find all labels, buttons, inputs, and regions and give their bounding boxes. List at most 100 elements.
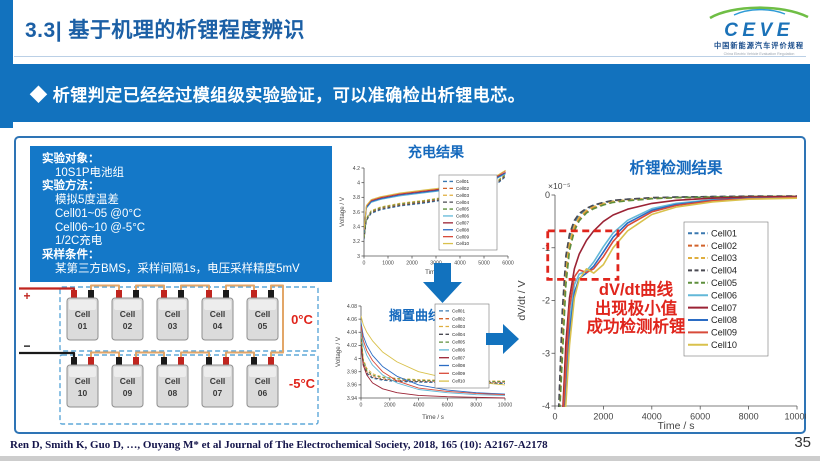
svg-text:Cell: Cell	[120, 309, 136, 319]
svg-text:Cell02: Cell02	[711, 241, 737, 251]
svg-text:6000: 6000	[442, 403, 454, 409]
svg-text:Cell: Cell	[255, 376, 271, 386]
svg-text:充电结果: 充电结果	[408, 144, 465, 160]
svg-text:Cell09: Cell09	[452, 371, 465, 376]
svg-text:Cell08: Cell08	[452, 363, 465, 368]
svg-text:0: 0	[360, 403, 363, 409]
svg-text:dV/dt / V: dV/dt / V	[516, 280, 528, 320]
svg-text:4.04: 4.04	[347, 330, 357, 336]
annotation-line: dV/dt曲线	[598, 281, 674, 299]
info-line: 采样条件：	[42, 248, 100, 261]
svg-text:-5°C: -5°C	[289, 376, 316, 391]
svg-text:Cell01: Cell01	[711, 228, 737, 238]
svg-text:析锂检测结果: 析锂检测结果	[629, 158, 723, 177]
svg-text:6000: 6000	[690, 412, 710, 422]
detection-annotation: dV/dt曲线 出现极小值 成功检测析锂	[556, 281, 716, 337]
svg-text:Cell07: Cell07	[711, 303, 737, 313]
title-divider	[14, 56, 806, 57]
svg-text:Voltage / V: Voltage / V	[335, 336, 342, 367]
svg-text:04: 04	[213, 321, 223, 331]
svg-text:10000: 10000	[498, 403, 512, 409]
svg-text:3.98: 3.98	[347, 370, 357, 376]
svg-text:Cell10: Cell10	[456, 241, 469, 246]
svg-text:2000: 2000	[593, 412, 613, 422]
svg-text:Time / s: Time / s	[422, 414, 444, 421]
svg-text:Cell08: Cell08	[456, 227, 469, 232]
svg-text:Cell07: Cell07	[456, 220, 469, 225]
svg-text:3.96: 3.96	[347, 383, 357, 389]
info-line: Cell06~10 @-5°C	[55, 221, 146, 234]
svg-text:4000: 4000	[454, 261, 466, 267]
svg-text:−: −	[23, 339, 30, 353]
svg-text:2000: 2000	[384, 403, 396, 409]
svg-text:1000: 1000	[382, 261, 394, 267]
info-line: 某第三方BMS，采样间隔1s，电压采样精度5mV	[55, 262, 300, 275]
svg-text:06: 06	[258, 388, 268, 398]
svg-text:-2: -2	[542, 296, 550, 306]
svg-text:3.8: 3.8	[353, 195, 360, 201]
svg-text:02: 02	[123, 321, 133, 331]
svg-text:0: 0	[552, 412, 557, 422]
svg-text:Time / s: Time / s	[658, 420, 695, 432]
logo-name: CEVE	[724, 20, 794, 41]
svg-text:Cell01: Cell01	[456, 179, 469, 184]
svg-text:-1: -1	[542, 243, 550, 253]
svg-text:Cell: Cell	[255, 309, 271, 319]
svg-text:Cell07: Cell07	[452, 355, 465, 360]
slide-bottom-edge	[0, 456, 820, 461]
info-line: 10S1P电池组	[55, 166, 125, 179]
info-line: 模拟5度温差	[55, 194, 119, 207]
svg-text:Cell04: Cell04	[456, 200, 469, 205]
svg-text:4.02: 4.02	[347, 343, 357, 349]
svg-text:Cell06: Cell06	[456, 214, 469, 219]
svg-text:Cell06: Cell06	[452, 348, 465, 353]
svg-text:10000: 10000	[784, 412, 806, 422]
right-arrow-icon	[486, 324, 519, 354]
logo-tagline: China Electric Vehicle Evaluation Regula…	[724, 52, 795, 56]
svg-text:Cell05: Cell05	[452, 340, 465, 345]
svg-text:3.6: 3.6	[353, 210, 360, 216]
logo-car-window-icon	[733, 8, 786, 16]
svg-text:Cell10: Cell10	[711, 340, 737, 350]
page-number: 35	[794, 434, 811, 451]
svg-text:09: 09	[123, 388, 133, 398]
svg-text:01: 01	[78, 321, 88, 331]
svg-text:0: 0	[363, 261, 366, 267]
svg-text:Cell09: Cell09	[711, 328, 737, 338]
ceve-logo: CEVE 中国新能源汽车评价规程 China Electric Vehicle …	[709, 6, 809, 56]
svg-text:08: 08	[168, 388, 178, 398]
logo-car-swoosh-icon	[709, 6, 809, 20]
svg-text:4000: 4000	[413, 403, 425, 409]
svg-text:Cell03: Cell03	[711, 253, 737, 263]
info-line: 1/2C充电	[55, 235, 103, 248]
svg-text:4: 4	[357, 180, 360, 186]
svg-text:Cell01: Cell01	[452, 309, 465, 314]
svg-text:-4: -4	[542, 401, 550, 411]
svg-text:-3: -3	[542, 348, 550, 358]
svg-text:4.06: 4.06	[347, 317, 357, 323]
info-line: 实验对象：	[42, 153, 100, 165]
svg-text:0: 0	[545, 190, 550, 200]
svg-text:03: 03	[168, 321, 178, 331]
svg-text:Cell05: Cell05	[456, 207, 469, 212]
svg-text:6000: 6000	[502, 261, 514, 267]
svg-text:Cell02: Cell02	[456, 186, 469, 191]
svg-text:0°C: 0°C	[291, 312, 313, 327]
svg-text:3.94: 3.94	[347, 396, 357, 402]
info-line: 实验方法：	[42, 180, 100, 193]
svg-text:×10⁻⁵: ×10⁻⁵	[548, 181, 571, 191]
svg-text:Cell: Cell	[210, 309, 226, 319]
annotation-line: 出现极小值	[594, 299, 678, 318]
svg-text:搁置曲线: 搁置曲线	[389, 308, 441, 323]
svg-text:4000: 4000	[642, 412, 662, 422]
info-line: Cell01~05 @0°C	[55, 207, 142, 220]
svg-text:3.2: 3.2	[353, 239, 360, 245]
svg-text:2000: 2000	[406, 261, 418, 267]
svg-text:10: 10	[78, 388, 88, 398]
key-message-banner: ◆ 析锂判定已经经过模组级实验验证，可以准确检出析锂电芯。	[10, 64, 810, 122]
svg-text:+: +	[23, 289, 30, 303]
